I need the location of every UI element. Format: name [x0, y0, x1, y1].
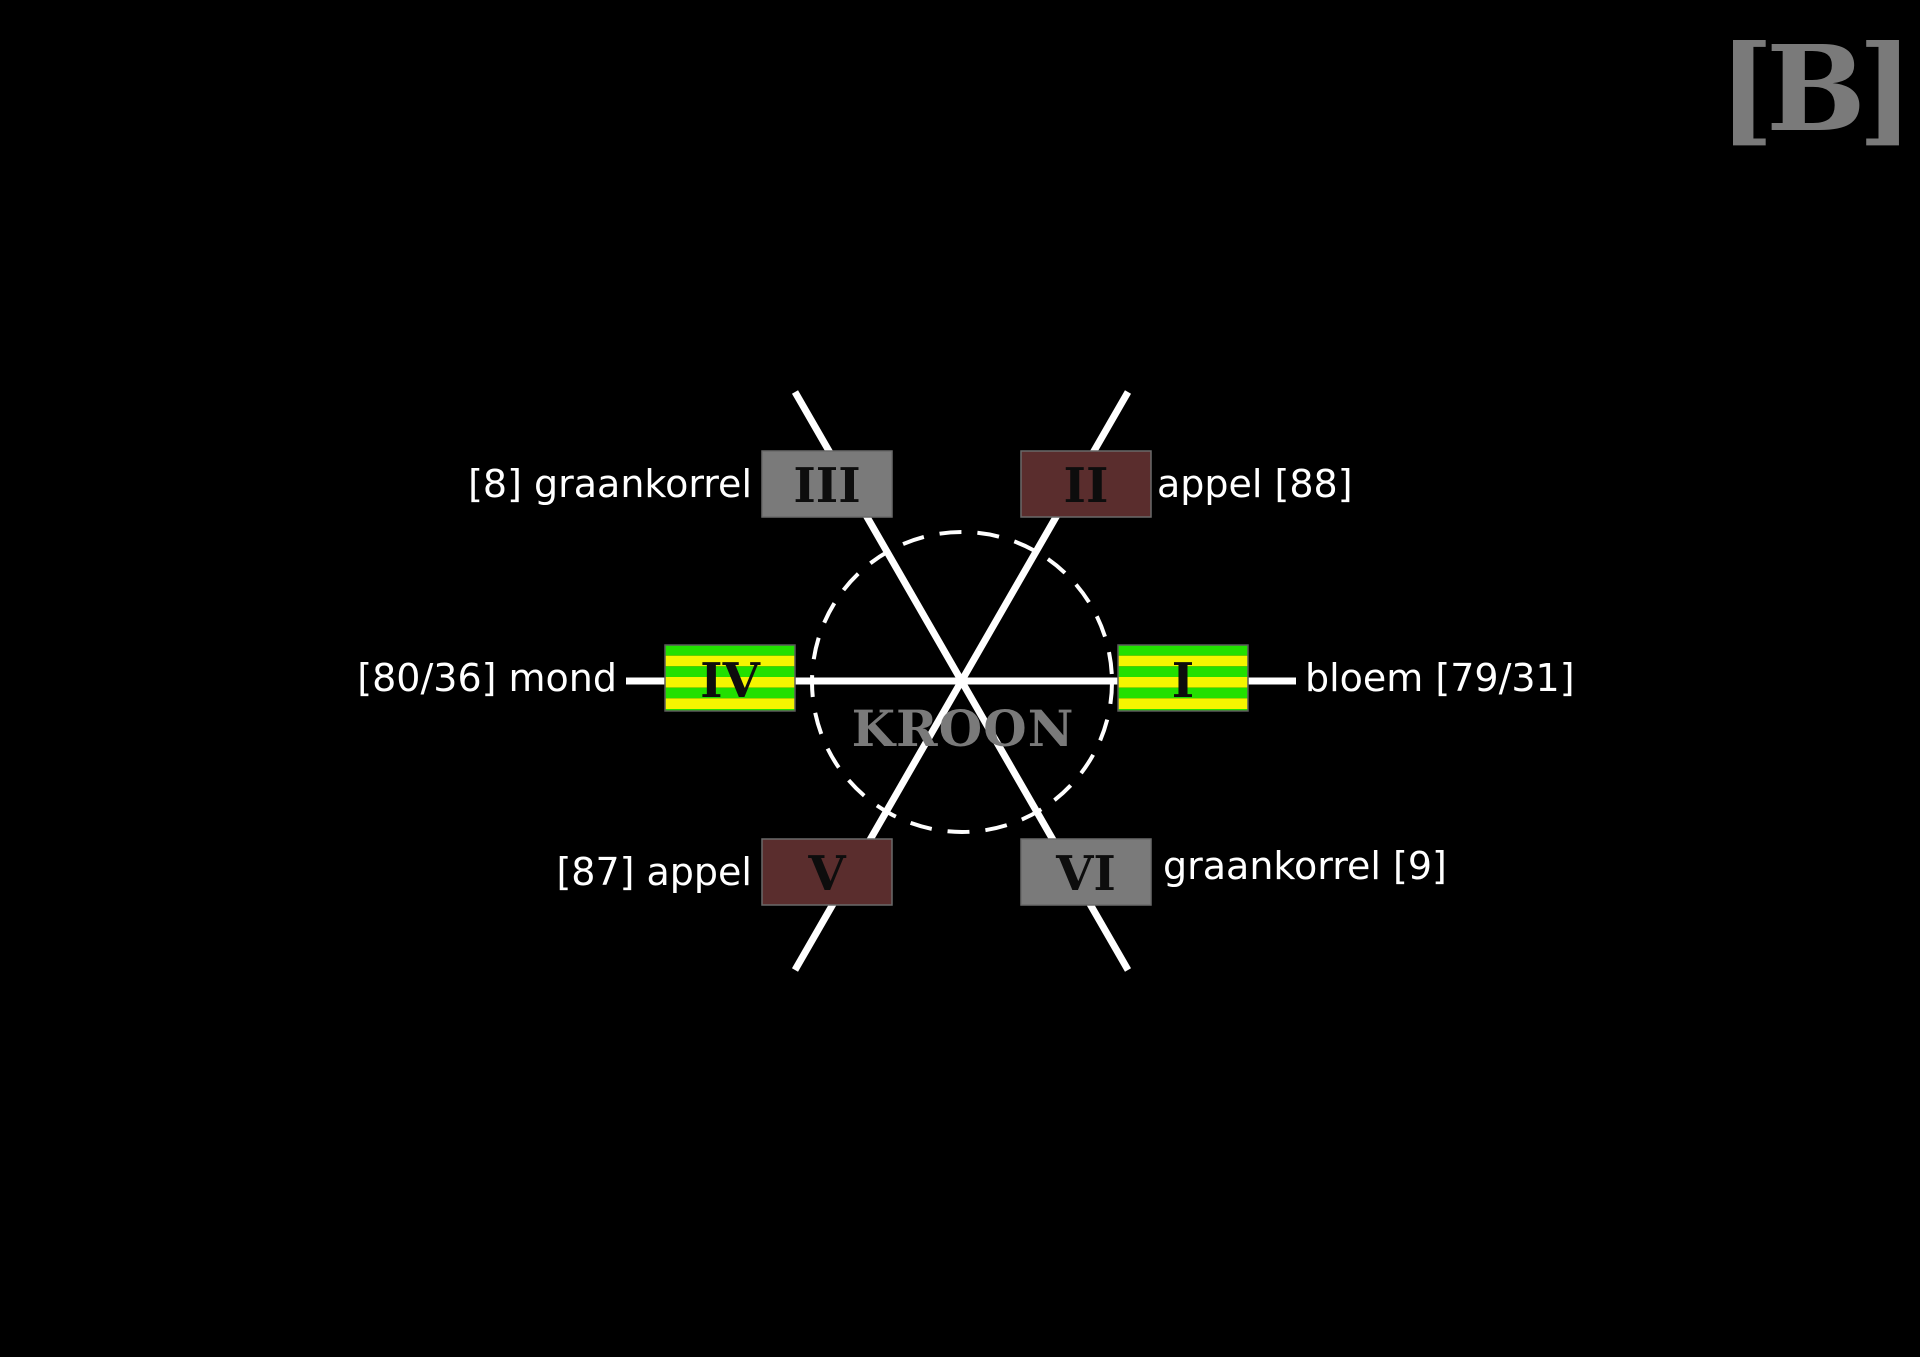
node-numeral-v: V: [807, 846, 846, 902]
node-box-i: [1117, 644, 1249, 712]
node-box-iv: [664, 644, 796, 712]
node-ii: II appel [88]: [1020, 450, 1353, 518]
node-label-vi: graankorrel [9]: [1163, 844, 1447, 888]
node-iii: III [8] graankorrel: [468, 450, 893, 518]
node-label-ii: appel [88]: [1157, 462, 1353, 506]
node-numeral-i: I: [1172, 653, 1194, 709]
node-numeral-vi: VI: [1055, 846, 1116, 902]
node-label-iii: [8] graankorrel: [468, 462, 752, 506]
node-box-ii: [1020, 450, 1152, 518]
node-v: V [87] appel: [556, 838, 893, 906]
center-label: KROON: [852, 699, 1075, 758]
node-label-v: [87] appel: [556, 850, 752, 894]
node-numeral-iii: III: [793, 458, 860, 514]
node-label-i: bloem [79/31]: [1305, 656, 1575, 700]
node-vi: VI graankorrel [9]: [1020, 838, 1447, 906]
node-iv: IV [80/36] mond: [357, 644, 796, 712]
node-box-iii: [761, 450, 893, 518]
logo-mark: [B]: [1718, 19, 1905, 158]
node-box-v: [761, 838, 893, 906]
node-label-iv: [80/36] mond: [357, 656, 617, 700]
node-numeral-ii: II: [1064, 458, 1109, 514]
node-box-vi: [1020, 838, 1152, 906]
node-numeral-iv: IV: [700, 653, 760, 709]
node-i: I bloem [79/31]: [1117, 644, 1575, 712]
